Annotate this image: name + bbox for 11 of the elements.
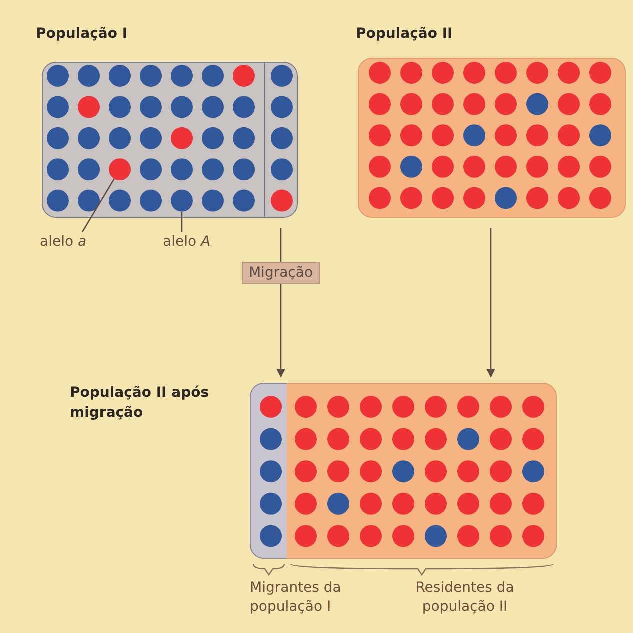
arrow xyxy=(486,228,496,378)
population-heading: População II após migração xyxy=(70,384,210,423)
group-caption: Residentes da população II xyxy=(414,579,516,617)
migrant-column xyxy=(250,383,288,559)
resident-area xyxy=(287,383,557,559)
allele-label: alelo A xyxy=(163,232,211,252)
population-heading: População I xyxy=(36,25,129,44)
edge-label: Migração xyxy=(242,262,320,284)
allele-label: alelo a xyxy=(40,232,87,252)
population-heading: População II xyxy=(356,25,454,44)
group-caption: Migrantes da população I xyxy=(250,579,342,617)
